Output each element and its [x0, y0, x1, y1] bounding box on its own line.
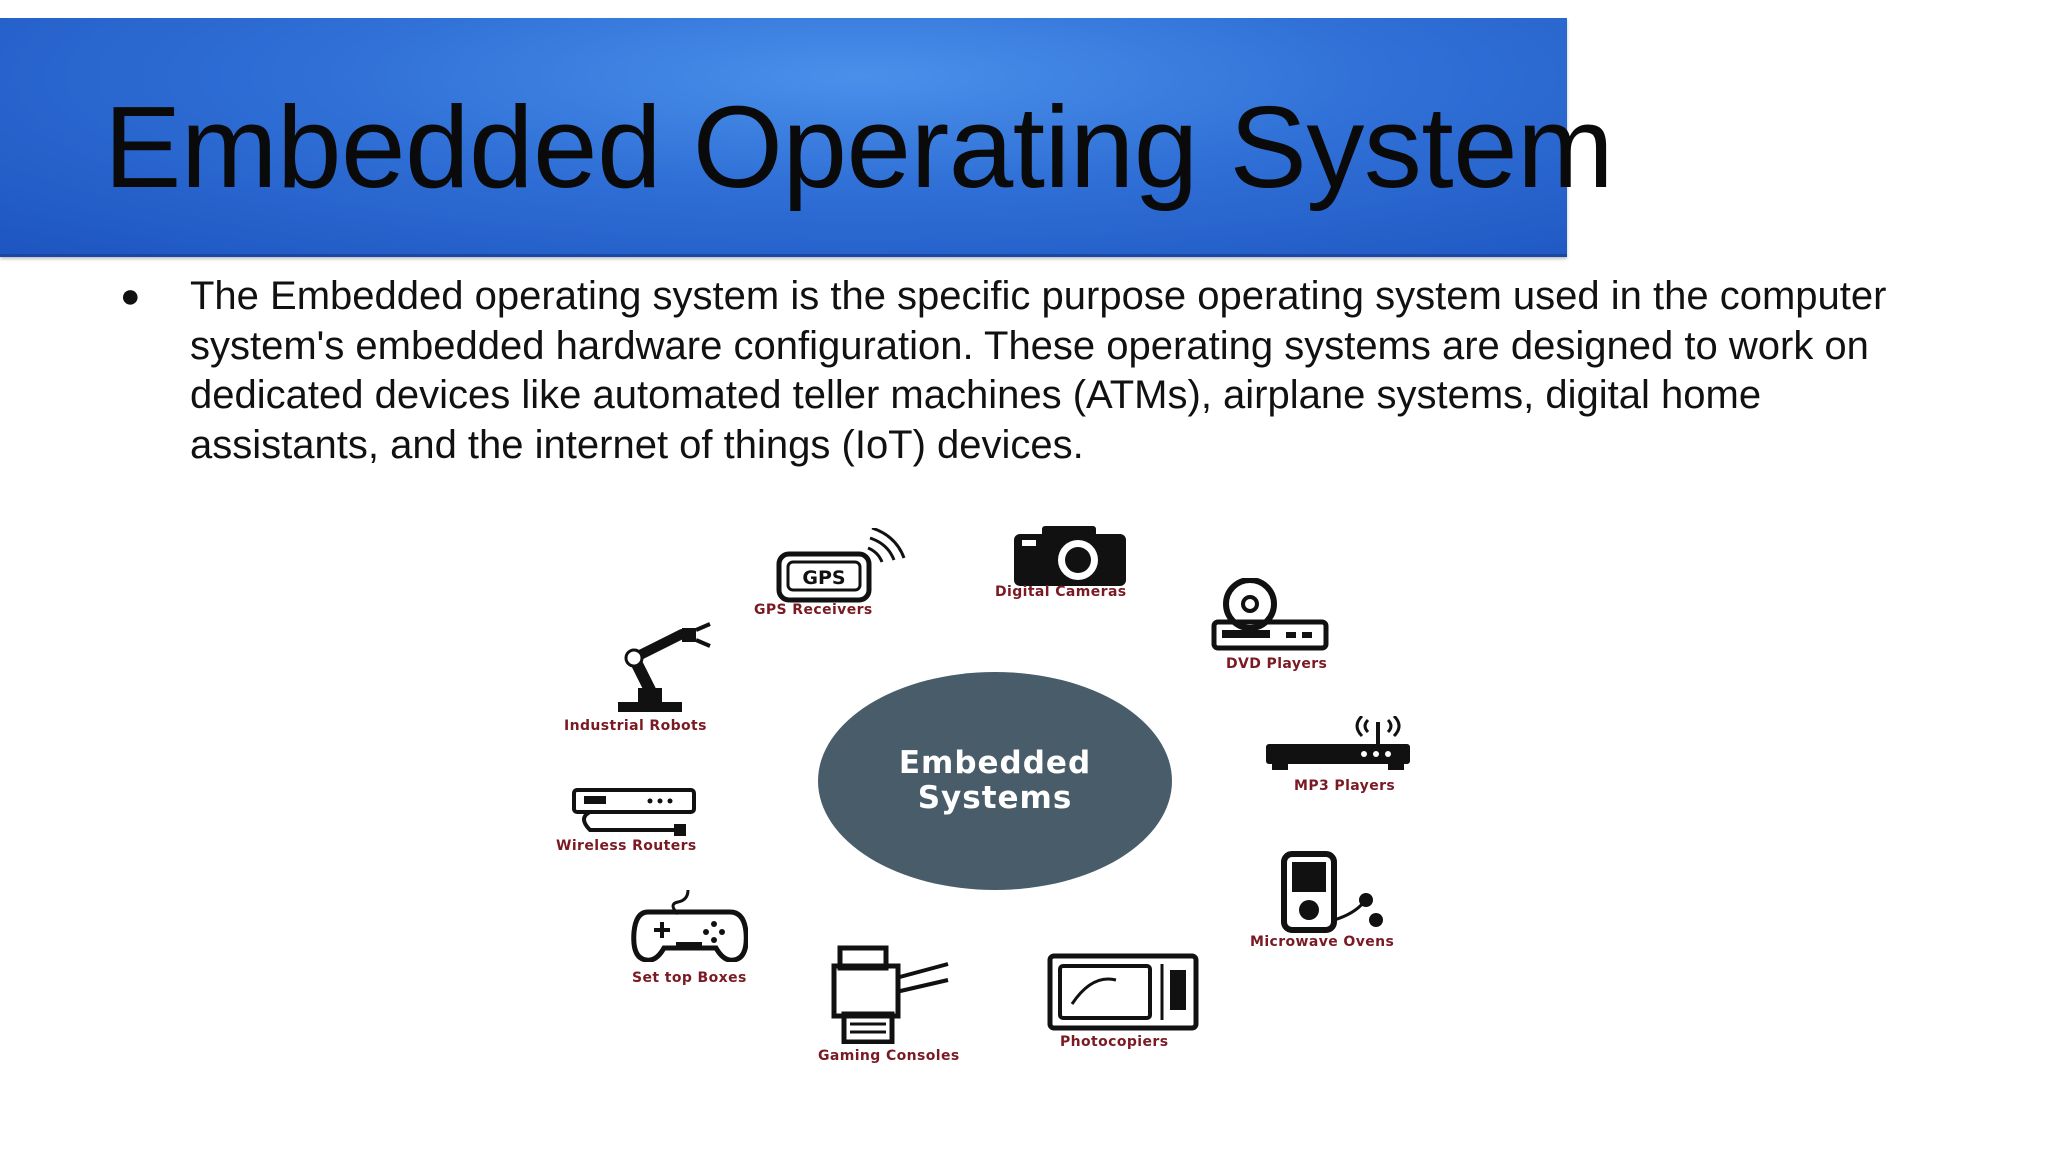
mp3-player-icon — [1266, 716, 1410, 770]
bullet-item: ● The Embedded operating system is the s… — [120, 272, 1950, 470]
gaming-console-icon — [831, 945, 949, 1044]
label-digital-cameras: Digital Cameras — [995, 584, 1127, 600]
wireless-router-icon — [572, 788, 696, 836]
label-wireless-routers: Wireless Routers — [556, 838, 697, 854]
hub-line-1: Embedded — [898, 745, 1092, 781]
label-industrial-robots: Industrial Robots — [564, 718, 707, 734]
label-gaming-consoles: Gaming Consoles — [818, 1048, 960, 1064]
bullet-text: The Embedded operating system is the spe… — [190, 274, 1887, 467]
label-set-top-boxes: Set top Boxes — [632, 970, 747, 986]
slide-title: Embedded Operating System — [104, 82, 1614, 212]
dvd-player-icon — [1211, 578, 1329, 651]
label-microwave-ovens: Microwave Ovens — [1250, 934, 1395, 950]
label-gps-receivers: GPS Receivers — [754, 602, 873, 618]
bullet-dot-icon: ● — [120, 277, 141, 315]
photocopier-icon — [1047, 953, 1199, 1031]
hub-line-2: Systems — [917, 780, 1073, 816]
set-top-box-icon — [631, 889, 748, 962]
industrial-robot-icon — [618, 622, 711, 712]
label-photocopiers: Photocopiers — [1060, 1034, 1169, 1050]
label-mp3-players: MP3 Players — [1294, 778, 1396, 794]
gps-icon-text: GPS — [802, 567, 845, 589]
label-dvd-players: DVD Players — [1226, 656, 1328, 672]
embedded-systems-hub: Embedded Systems — [818, 672, 1172, 890]
title-bar — [0, 18, 1567, 257]
digital-camera-icon — [1014, 526, 1126, 586]
gps-receiver-icon: GPS — [776, 528, 906, 603]
bullet-list: ● The Embedded operating system is the s… — [120, 272, 1950, 470]
microwave-oven-icon — [1281, 851, 1383, 933]
